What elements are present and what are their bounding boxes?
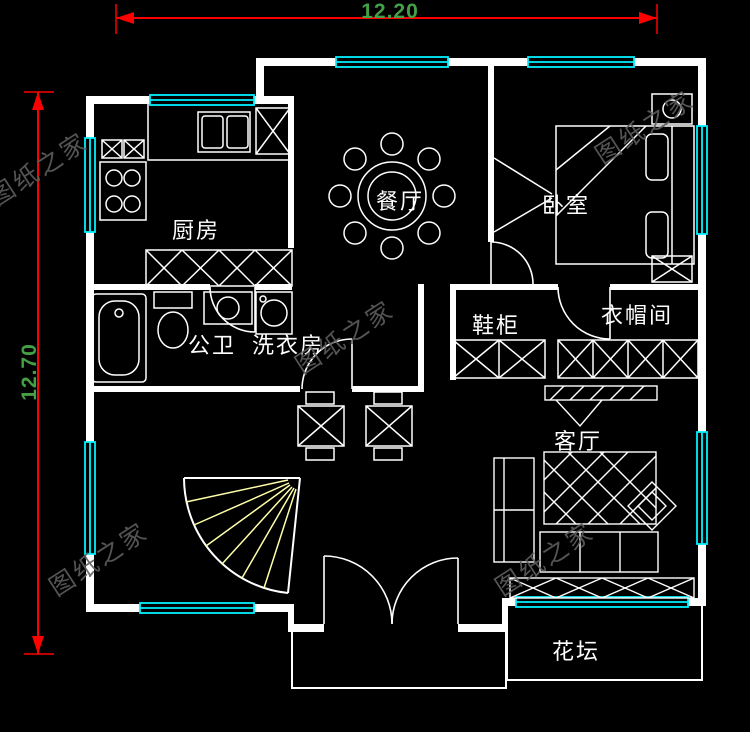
label-kitchen: 厨房 — [171, 218, 220, 243]
label-dining: 餐厅 — [375, 189, 424, 214]
dimension-left — [24, 91, 54, 655]
doors — [209, 241, 611, 625]
cabinets — [452, 339, 699, 379]
bathroom-fixtures — [91, 291, 293, 383]
windows — [84, 56, 708, 614]
hall-tables — [297, 391, 413, 461]
label-bedroom: 卧室 — [541, 193, 590, 218]
label-flower-bed: 花坛 — [551, 639, 600, 664]
label-shoe-cabinet: 鞋柜 — [471, 313, 520, 338]
label-laundry: 洗衣房 — [252, 333, 325, 358]
stairs — [183, 477, 301, 594]
label-bathroom: 公卫 — [187, 333, 236, 358]
porch-outline — [291, 632, 507, 689]
label-cloakroom: 衣帽间 — [600, 303, 673, 328]
kitchen-furniture — [99, 104, 293, 287]
flower-bed-outline — [506, 606, 703, 681]
living-furniture — [493, 385, 695, 599]
dining-set — [328, 132, 456, 260]
label-bath-laundry: 公卫 洗衣房 — [168, 328, 344, 360]
bedroom-furniture — [493, 93, 695, 283]
dimension-top-value: 12.20 — [361, 0, 419, 23]
dimension-left-value: 12.70 — [18, 343, 41, 401]
label-living-room: 客厅 — [553, 429, 602, 454]
dimension-top — [115, 4, 658, 34]
